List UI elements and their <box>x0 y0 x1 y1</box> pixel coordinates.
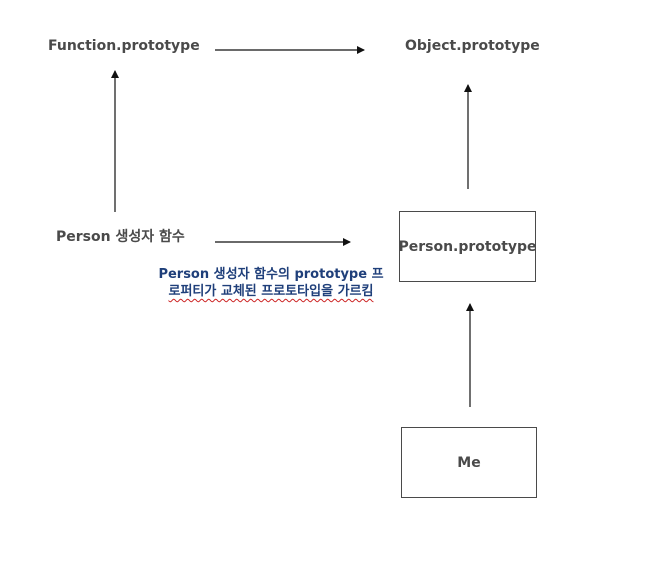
person-constructor-label: Person 생성자 함수 <box>56 229 185 245</box>
person-prototype-label: Person.prototype <box>398 238 537 255</box>
function-prototype-label: Function.prototype <box>48 38 200 54</box>
annotation-line-1: Person 생성자 함수의 prototype 프 <box>158 267 384 282</box>
annotation-line-2: 로퍼티가 교체된 프로토타입을 가르킴 <box>168 284 374 299</box>
me-label: Me <box>457 454 481 471</box>
annotation-note: Person 생성자 함수의 prototype 프 로퍼티가 교체된 프로토타… <box>146 266 396 300</box>
me-box: Me <box>401 427 537 498</box>
object-prototype-label: Object.prototype <box>405 38 540 54</box>
person-prototype-box: Person.prototype <box>398 211 537 282</box>
